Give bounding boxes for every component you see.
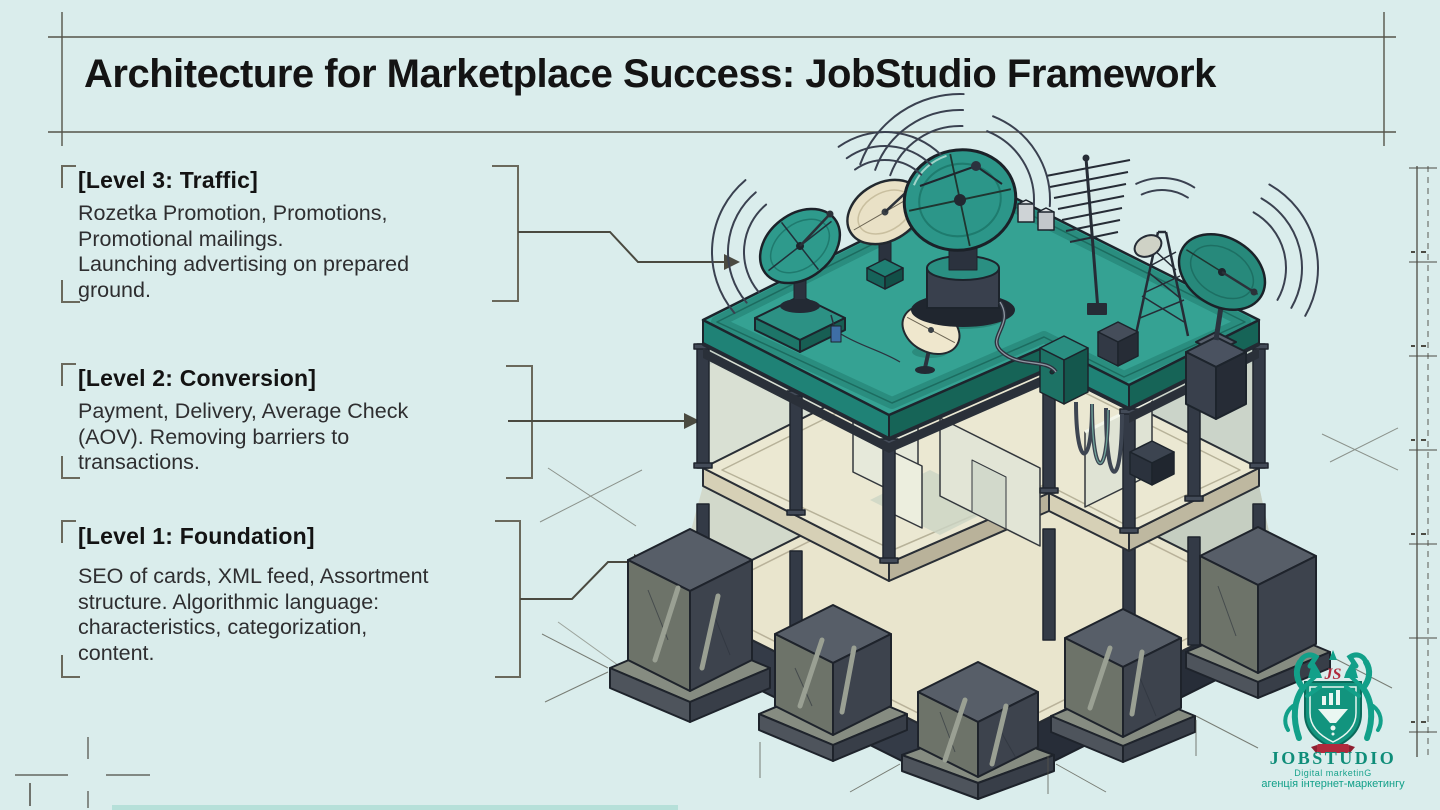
level-1-block: [Level 1: Foundation] SEO of cards, XML … [78,523,524,666]
construction-guide-lines [539,427,1399,527]
level-2-heading: [Level 2: Conversion] [78,365,317,391]
level-3-heading: [Level 3: Traffic] [78,167,258,193]
satellite-dish-icon [754,207,846,353]
level-2-block: [Level 2: Conversion] Payment, Delivery,… [78,365,524,476]
steel-column [786,390,806,516]
connector-arrow-level-2 [508,413,700,429]
title-frame [48,12,1396,146]
brace-planks [652,585,1145,767]
foundation-pillar [1185,526,1331,699]
logo-tagline: Digital marketinG [1294,768,1372,778]
antenna-icon [1045,154,1131,315]
crop-mark [15,737,150,808]
radio-device-icon [830,314,842,343]
roof-cables [840,300,1124,474]
bracket-level-3 [61,165,519,303]
antenna-tower-icon [1133,230,1190,337]
measure-ruler [1409,166,1437,757]
level-1-heading: [Level 1: Foundation] [78,523,315,549]
level-3-block: [Level 3: Traffic] Rozetka Promotion, Pr… [78,167,524,303]
satellite-dish-icon [902,148,1018,327]
footing-guide-lines [541,633,1393,794]
logo-crest [1283,650,1383,754]
steel-column [879,438,899,564]
banner-ribbon [1311,744,1355,754]
bottom-strip [112,805,678,810]
foundation-pillar [758,604,908,762]
radio-waves-icon [711,93,1319,365]
equipment-cabinet [1017,199,1175,486]
foundation-pillar [901,661,1055,800]
horse-icon [1344,652,1383,741]
level-1-body: SEO of cards, XML feed, Assortment struc… [78,564,429,665]
level-3-body: Rozetka Promotion, Promotions, Promotion… [78,201,410,302]
crown-icon [1308,650,1358,678]
foundation-blocks [609,526,1331,800]
horse-icon [1283,652,1322,741]
steel-column [1249,343,1269,469]
logo-monogram: JS [1324,666,1342,683]
logo-name: JOBSTUDIO [1269,748,1397,768]
level-2-body: Payment, Delivery, Average Check (AOV). … [78,399,409,474]
foundation-pillar [609,528,771,723]
logo-subtitle: агенція інтернет-маркетингу [1261,778,1405,790]
steel-column [693,343,713,469]
foundation-pillar [1050,608,1196,763]
satellite-dish-icon [1177,232,1267,420]
building-illustration [541,93,1393,800]
connector-arrow-level-3 [518,231,740,270]
page-title: Architecture for Marketplace Success: Jo… [84,52,1216,96]
funnel-chart-icon [1318,690,1348,736]
upper-columns [693,343,1269,564]
